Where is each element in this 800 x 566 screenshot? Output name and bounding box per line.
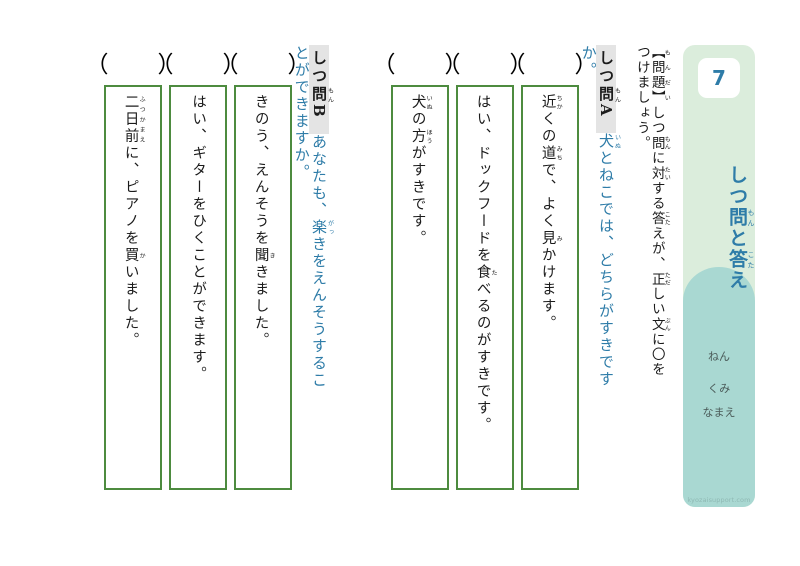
choice-item[interactable]: （ ） 二日前ふつかまえに、ピアノを買かいました。 xyxy=(86,45,181,505)
student-name-fields: ねん くみ なまえ xyxy=(683,345,755,426)
worksheet-title-text: しつ問もんと答こたえ xyxy=(726,165,755,291)
choice-box[interactable]: きのう、えんそうを聞ききました。 xyxy=(234,85,292,490)
question-a-choices: （ ） 近ちかくの道みちで、よく見みかけます。 （ ） はい、ドックフードを食た… xyxy=(373,45,598,505)
choice-item[interactable]: （ ） はい、ギターをひくことができます。 xyxy=(151,45,246,505)
field-name[interactable]: なまえ xyxy=(702,406,736,420)
choice-item[interactable]: （ ） はい、ドックフードを食たべるのがすきです。 xyxy=(438,45,533,505)
worksheet-number-badge: 7 xyxy=(698,58,740,98)
question-b-prompt: しつ問もんB あなたも、楽がっきをえんそうすることができますか。 xyxy=(292,45,334,390)
choice-box[interactable]: はい、ギターをひくことができます。 xyxy=(169,85,227,490)
choice-text: 犬いぬの方ほうがすきです。 xyxy=(409,94,433,247)
choice-answer-paren[interactable]: （ ） xyxy=(437,51,546,78)
question-a-prompt: しつ問もんA 犬いぬとねこでは、どちらがすきですか。 xyxy=(579,45,621,390)
choice-text: 二日前ふつかまえに、ピアノを買かいました。 xyxy=(122,94,146,349)
choice-answer-paren[interactable]: （ ） xyxy=(372,51,481,78)
field-class[interactable]: くみ xyxy=(707,382,731,396)
spacer xyxy=(683,369,755,377)
choice-answer-paren[interactable]: （ ） xyxy=(502,51,611,78)
choice-answer-paren[interactable]: （ ） xyxy=(85,51,194,78)
choice-item[interactable]: （ ） 近ちかくの道みちで、よく見みかけます。 xyxy=(503,45,598,505)
choice-answer-paren[interactable]: （ ） xyxy=(215,51,324,78)
choice-text: 近ちかくの道みちで、よく見みかけます。 xyxy=(539,94,563,332)
instruction-text: 【問題】もんだいしつ問もんに対たいする答こたえが、正ただしい文ぶんに〇をつけまし… xyxy=(634,45,670,390)
choice-text: きのう、えんそうを聞ききました。 xyxy=(252,94,276,349)
field-year[interactable]: ねん xyxy=(708,350,730,363)
site-watermark: kyozaisupport.com xyxy=(687,496,751,504)
worksheet-title: しつ問もんと答こたえ xyxy=(683,153,755,303)
choice-box[interactable]: 近ちかくの道みちで、よく見みかけます。 xyxy=(521,85,579,490)
choice-text: はい、ギターをひくことができます。 xyxy=(190,94,207,383)
sidebar-panel: 7 しつ問もんと答こたえ ねん くみ なまえ xyxy=(683,45,755,507)
instruction-body: 【問題】もんだいしつ問もんに対たいする答こたえが、正ただしい文ぶんに〇をつけまし… xyxy=(633,45,671,378)
sidebar-name-section xyxy=(683,267,755,507)
choice-answer-paren[interactable]: （ ） xyxy=(150,51,259,78)
choice-box[interactable]: はい、ドックフードを食たべるのがすきです。 xyxy=(456,85,514,490)
question-a-label: しつ問もんA xyxy=(596,45,621,133)
choice-item[interactable]: （ ） 犬いぬの方ほうがすきです。 xyxy=(373,45,468,505)
choice-box[interactable]: 犬いぬの方ほうがすきです。 xyxy=(391,85,449,490)
choice-box[interactable]: 二日前ふつかまえに、ピアノを買かいました。 xyxy=(104,85,162,490)
question-b-label: しつ問もんB xyxy=(309,45,334,134)
question-a-text: 犬いぬとねこでは、どちらがすきですか。 xyxy=(579,45,621,388)
question-b-text: あなたも、楽がっきをえんそうすることができますか。 xyxy=(292,45,334,389)
question-b-choices: （ ） きのう、えんそうを聞ききました。 （ ） はい、ギターをひくことができま… xyxy=(86,45,311,505)
choice-text: はい、ドックフードを食たべるのがすきです。 xyxy=(474,94,498,434)
choice-item[interactable]: （ ） きのう、えんそうを聞ききました。 xyxy=(216,45,311,505)
